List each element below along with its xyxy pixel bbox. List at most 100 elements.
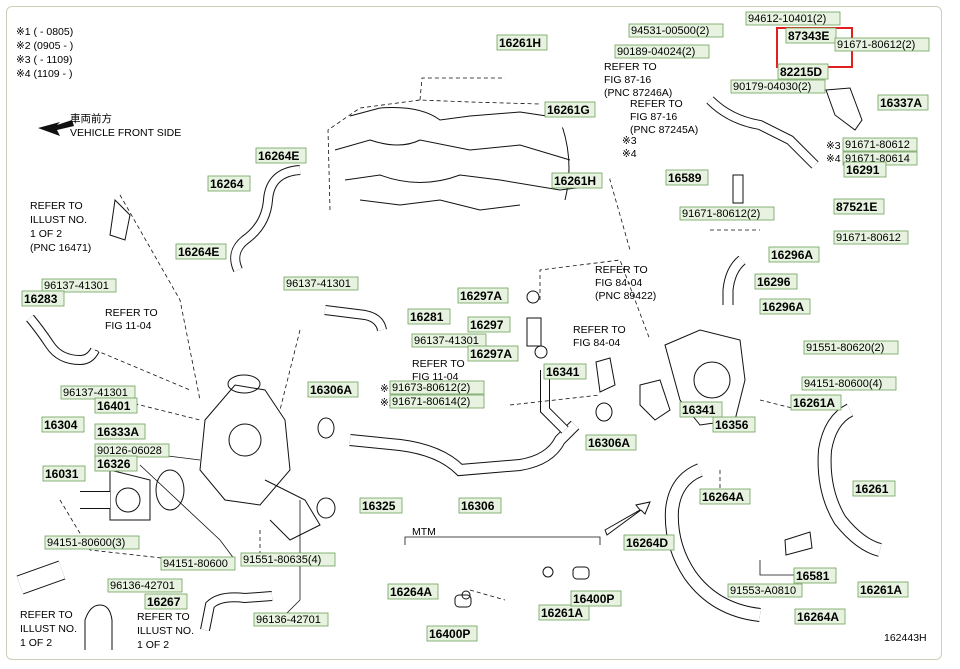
part-label: 16264A bbox=[699, 488, 751, 505]
part-number: 16297A bbox=[460, 289, 502, 303]
part-number: 91551-80620(2) bbox=[806, 342, 884, 354]
part-number: 16341 bbox=[546, 365, 580, 379]
part-label: 96136-42701 bbox=[107, 578, 183, 593]
part-number: 96137-41301 bbox=[414, 335, 479, 347]
part-number: 96137-41301 bbox=[286, 278, 351, 290]
part-number: 96137-41301 bbox=[44, 280, 109, 292]
hose-16261 bbox=[817, 403, 883, 557]
part-label: 96137-41301 bbox=[411, 333, 487, 348]
part-number: 16261H bbox=[554, 174, 596, 188]
legend-1: ※1 ( - 0805) bbox=[16, 26, 73, 38]
part-number: 90126-06028 bbox=[97, 445, 162, 457]
flow-arrow-icon bbox=[604, 501, 651, 536]
legend-3: ※3 ( - 1109) bbox=[16, 54, 72, 66]
part-label-box bbox=[41, 278, 117, 293]
part-label: 91671-80612 bbox=[842, 137, 918, 152]
part-label-box bbox=[458, 497, 502, 514]
part-number: 91553-A0810 bbox=[730, 585, 796, 597]
part-label-box bbox=[857, 581, 909, 598]
part-label-box bbox=[94, 423, 146, 440]
part-label-box bbox=[794, 608, 846, 625]
ref-fig-11-04b: REFER TO FIG 11-04 bbox=[412, 358, 465, 383]
svg-text:FIG 84-04: FIG 84-04 bbox=[573, 337, 620, 349]
svg-text:REFER TO: REFER TO bbox=[20, 609, 73, 621]
part-label-box bbox=[457, 287, 509, 304]
part-label: 16306 bbox=[458, 497, 502, 514]
front-label-en: VEHICLE FRONT SIDE bbox=[70, 127, 181, 139]
part-number: 91671-80614(2) bbox=[392, 396, 470, 408]
part-number: 16261A bbox=[793, 396, 835, 410]
part-label-box bbox=[628, 23, 724, 38]
part-label-box bbox=[160, 556, 236, 571]
part-label: 16306A bbox=[585, 434, 637, 451]
part-label: 16306A bbox=[307, 381, 359, 398]
part-label: 91553-A0810 bbox=[727, 583, 803, 598]
part-number: 16581 bbox=[796, 569, 830, 583]
part-number: 16401 bbox=[97, 399, 131, 413]
svg-text:FIG 87-16: FIG 87-16 bbox=[604, 74, 651, 86]
part-number: 16261 bbox=[855, 482, 889, 496]
part-label-box bbox=[207, 175, 251, 192]
legend-2: ※2 (0905 - ) bbox=[16, 40, 73, 52]
pipe-16306 bbox=[349, 370, 580, 477]
svg-text:ILLUST NO.: ILLUST NO. bbox=[20, 623, 77, 635]
part-label: 16297A bbox=[457, 287, 509, 304]
part-label: 94151-80600(3) bbox=[44, 535, 140, 550]
ref-illust-top: REFER TO ILLUST NO. 1 OF 2 (PNC 16471) bbox=[30, 200, 91, 254]
svg-text:1 OF 2: 1 OF 2 bbox=[137, 639, 169, 651]
part-label: 16261 bbox=[852, 480, 896, 497]
gasket-16341 bbox=[595, 357, 671, 421]
part-number: 96136-42701 bbox=[110, 580, 175, 592]
part-label-box bbox=[768, 246, 820, 263]
part-number: 16031 bbox=[45, 467, 79, 481]
hose-bottom-left bbox=[16, 560, 113, 650]
part-number: 16589 bbox=[668, 171, 702, 185]
part-label-box bbox=[411, 333, 487, 348]
orings bbox=[316, 402, 613, 519]
part-label-box bbox=[759, 298, 811, 315]
part-number: 91671-80612 bbox=[836, 232, 901, 244]
part-label-box bbox=[727, 583, 803, 598]
part-label: 16296A bbox=[759, 298, 811, 315]
part-label-box bbox=[679, 206, 775, 221]
ref-fig-87-16a: REFER TO FIG 87-16 (PNC 87246A) bbox=[604, 61, 672, 99]
part-number: 91671-80612(2) bbox=[682, 208, 760, 220]
part-label: 16283 bbox=[21, 290, 65, 307]
part-label: 94151-80600(4) bbox=[801, 376, 897, 391]
part-number: 82215D bbox=[780, 65, 822, 79]
part-number: 94151-80600(3) bbox=[47, 537, 125, 549]
svg-text:REFER TO: REFER TO bbox=[105, 307, 158, 319]
part-label: 16401 bbox=[94, 397, 138, 414]
svg-text:FIG 11-04: FIG 11-04 bbox=[412, 371, 459, 383]
part-label-box bbox=[623, 534, 675, 551]
ref-fig-84-04a: REFER TO FIG 84-04 (PNC 89422) bbox=[595, 264, 656, 302]
svg-text:(PNC 87245A): (PNC 87245A) bbox=[630, 124, 698, 136]
part-label-box bbox=[538, 604, 590, 621]
part-number: 16296A bbox=[771, 248, 813, 262]
part-label-box bbox=[21, 290, 65, 307]
front-arrow-icon bbox=[38, 120, 74, 136]
part-label: 16297 bbox=[467, 316, 511, 333]
ref-fig-11-04a: REFER TO FIG 11-04 bbox=[105, 307, 158, 332]
part-label-box bbox=[41, 416, 85, 433]
part-number: 16283 bbox=[24, 292, 58, 306]
part-label-box bbox=[570, 590, 622, 607]
part-label-box bbox=[777, 63, 829, 80]
part-label: 16291 bbox=[843, 161, 887, 178]
part-label: 90179-04030(2) bbox=[730, 79, 826, 94]
part-number: 94151-80600(4) bbox=[804, 378, 882, 390]
part-label-box bbox=[426, 625, 478, 642]
part-label: 91671-80614(2) bbox=[389, 394, 485, 409]
part-label: 87343E bbox=[785, 27, 837, 44]
part-label: 91673-80612(2) bbox=[389, 380, 485, 395]
part-label-box bbox=[803, 340, 899, 355]
diagram-ref-number: 162443H bbox=[884, 632, 927, 644]
part-label: 16264A bbox=[794, 608, 846, 625]
part-label-box bbox=[42, 465, 86, 482]
part-label-box bbox=[730, 79, 826, 94]
legend-4: ※4 (1109 - ) bbox=[16, 68, 72, 80]
part-label: 90126-06028 bbox=[94, 443, 170, 458]
part-label: 16341 bbox=[543, 363, 587, 380]
part-label: 91671-80612 bbox=[833, 230, 909, 245]
part-label: 16589 bbox=[665, 169, 709, 186]
